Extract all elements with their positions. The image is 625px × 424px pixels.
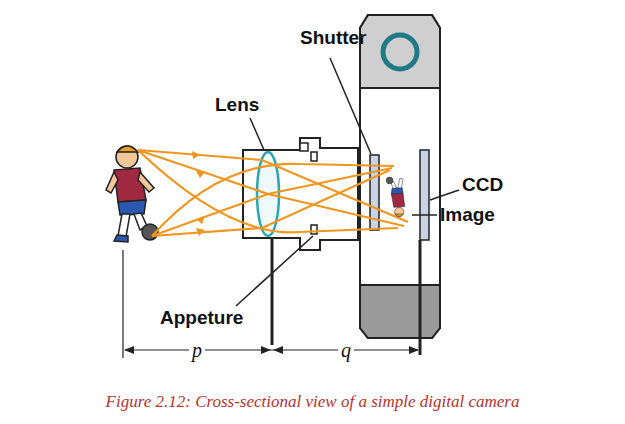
figure-caption: Figure 2.12: Cross-sectional view of a s… — [0, 392, 625, 412]
dimension-label: p — [189, 339, 205, 361]
part-label: Lens — [215, 95, 259, 116]
dimension-label: q — [338, 339, 354, 361]
part-label: Image — [440, 205, 495, 226]
part-label: Shutter — [300, 28, 367, 49]
part-label: CCD — [462, 175, 503, 196]
part-label: Appeture — [160, 308, 243, 329]
